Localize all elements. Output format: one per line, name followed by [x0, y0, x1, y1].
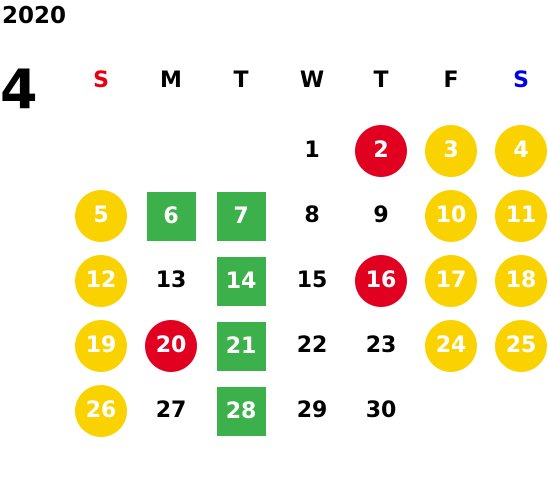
calendar-day-23[interactable]: 23: [365, 333, 397, 358]
calendar-day-3[interactable]: 3: [425, 125, 477, 177]
weekday-label: W: [299, 68, 325, 93]
calendar-day-19[interactable]: 19: [75, 320, 127, 372]
calendar-day-14[interactable]: 14: [216, 256, 266, 306]
weekday-label: F: [443, 68, 459, 93]
calendar-day-9[interactable]: 9: [373, 203, 389, 228]
calendar-year: 2020: [2, 3, 67, 29]
calendar-day-20[interactable]: 20: [145, 320, 197, 372]
weekday-label: T: [373, 68, 389, 93]
calendar-day-15[interactable]: 15: [296, 268, 328, 293]
calendar-day-10[interactable]: 10: [425, 190, 477, 242]
calendar-day-30[interactable]: 30: [365, 398, 397, 423]
weekday-label: S: [513, 68, 529, 93]
calendar-day-22[interactable]: 22: [296, 333, 328, 358]
calendar-day-7[interactable]: 7: [216, 191, 266, 241]
calendar-day-29[interactable]: 29: [296, 398, 328, 423]
weekday-label: M: [160, 68, 182, 93]
calendar-day-8[interactable]: 8: [304, 203, 320, 228]
calendar-day-25[interactable]: 25: [495, 320, 547, 372]
calendar-day-5[interactable]: 5: [75, 190, 127, 242]
calendar-day-13[interactable]: 13: [155, 268, 187, 293]
calendar-day-28[interactable]: 28: [216, 386, 266, 436]
calendar-day-16[interactable]: 16: [355, 255, 407, 307]
calendar-day-18[interactable]: 18: [495, 255, 547, 307]
calendar-month: 4: [0, 58, 38, 121]
calendar-day-1[interactable]: 1: [304, 138, 320, 163]
calendar-day-6[interactable]: 6: [146, 191, 196, 241]
calendar-day-4[interactable]: 4: [495, 125, 547, 177]
calendar-day-21[interactable]: 21: [216, 321, 266, 371]
calendar-day-24[interactable]: 24: [425, 320, 477, 372]
weekday-label: S: [93, 68, 109, 93]
calendar-day-27[interactable]: 27: [155, 398, 187, 423]
calendar-day-26[interactable]: 26: [75, 385, 127, 437]
calendar-day-17[interactable]: 17: [425, 255, 477, 307]
calendar-day-12[interactable]: 12: [75, 255, 127, 307]
weekday-label: T: [233, 68, 249, 93]
calendar-day-11[interactable]: 11: [495, 190, 547, 242]
calendar-day-2[interactable]: 2: [355, 125, 407, 177]
